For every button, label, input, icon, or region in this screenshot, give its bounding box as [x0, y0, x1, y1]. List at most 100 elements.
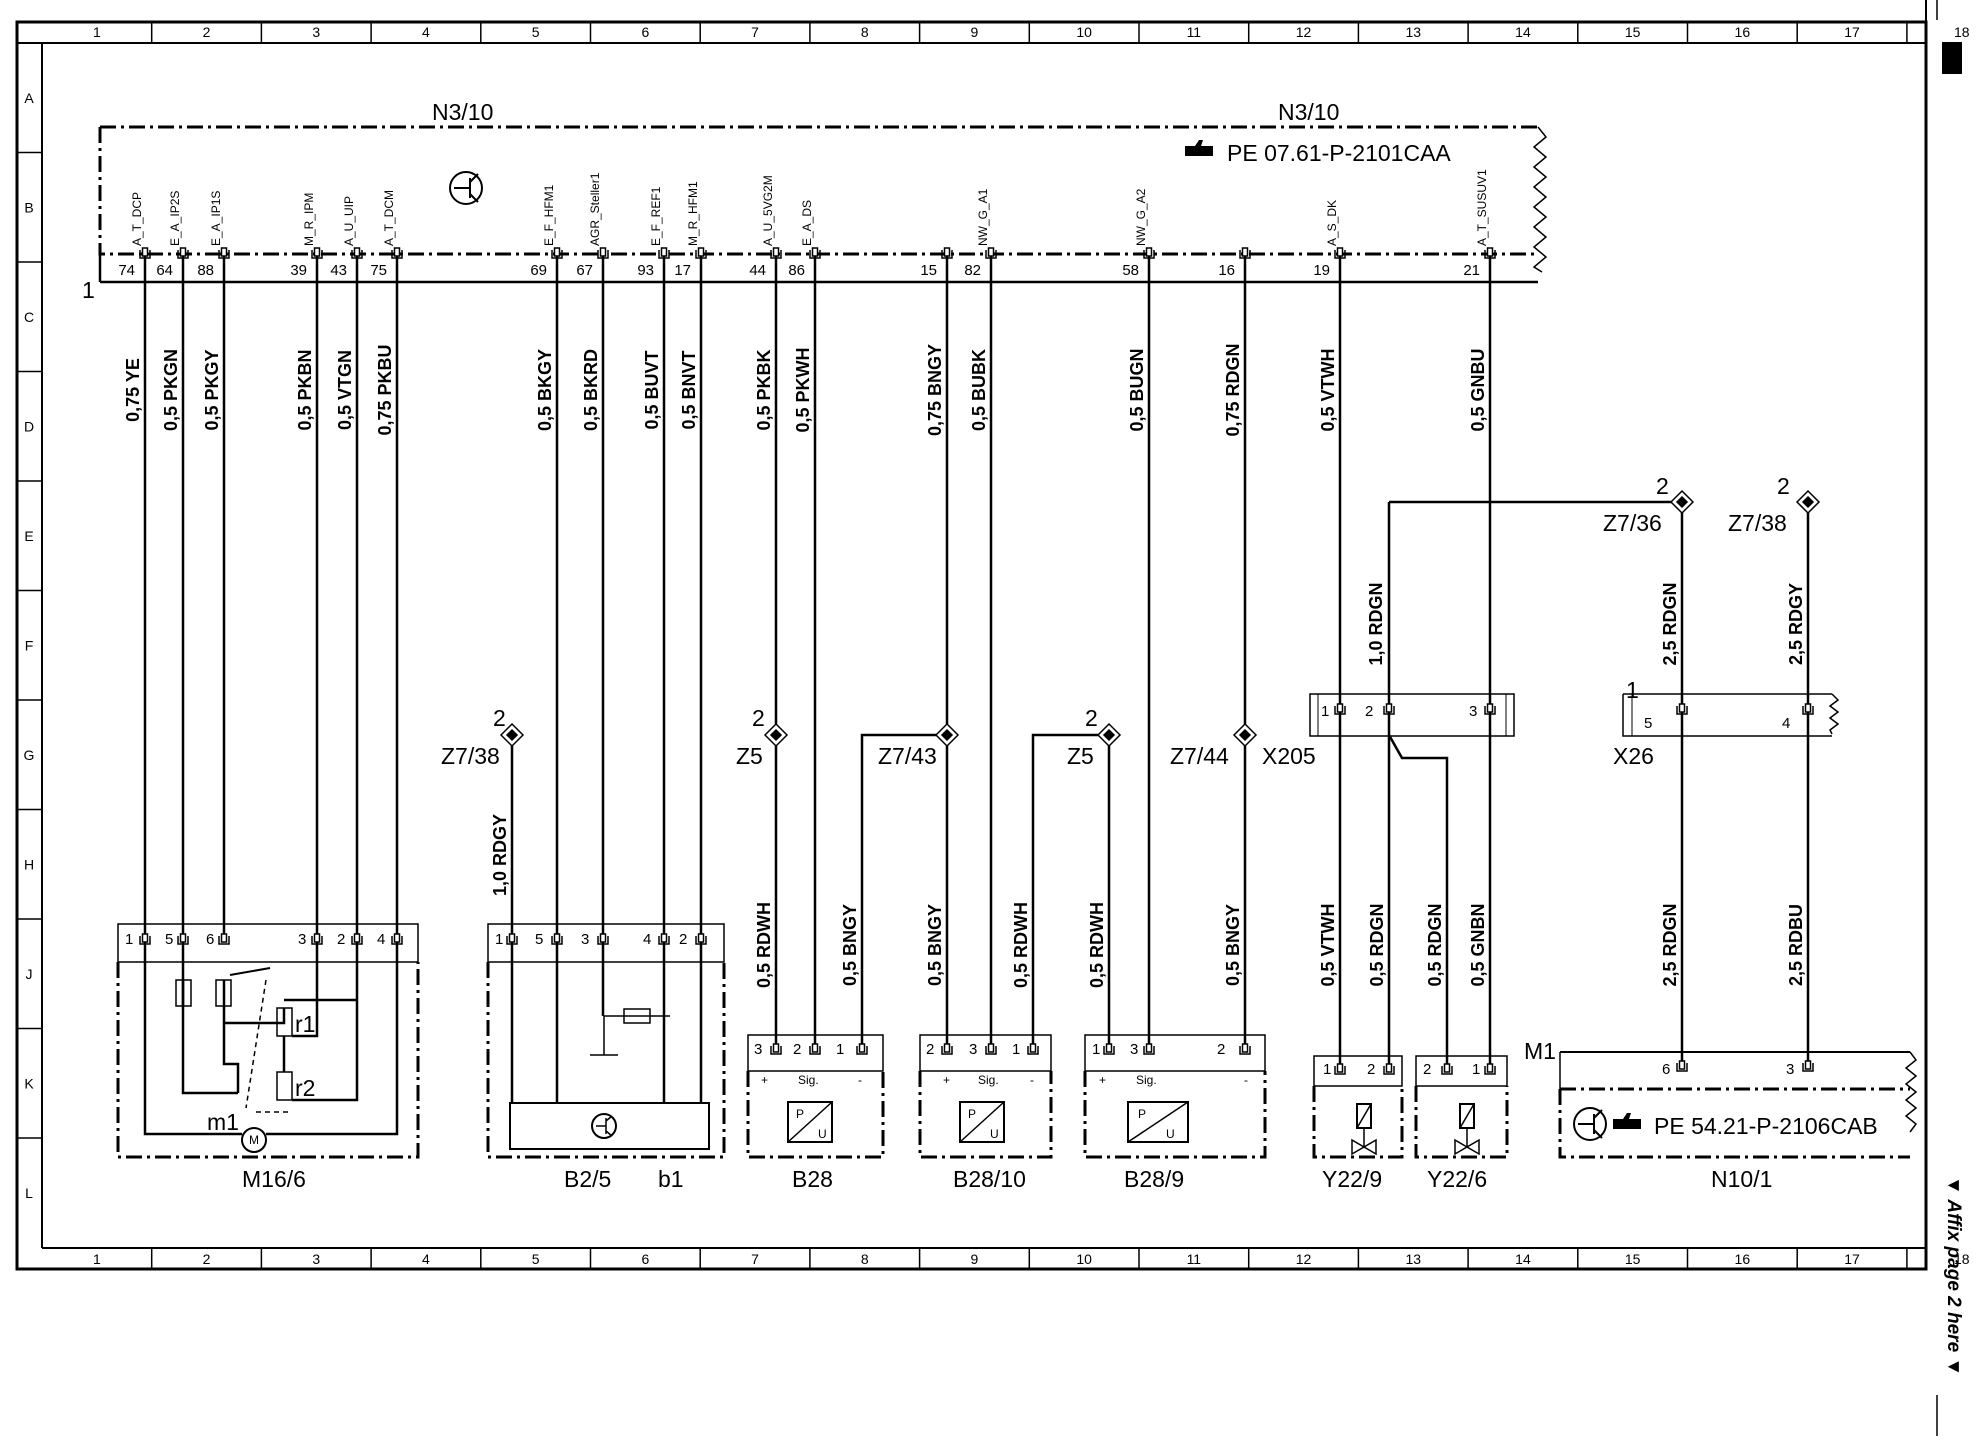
- pin-number: 3: [969, 1041, 977, 1058]
- control-unit-pin-signal: E_F_REF1: [649, 186, 663, 246]
- wire-label: 0,5 BUBK: [969, 349, 989, 431]
- signal-label: Sig.: [978, 1073, 999, 1087]
- motor-icon: M: [249, 1133, 259, 1147]
- wire-label: 0,5 BNGY: [925, 904, 945, 986]
- voltage-symbol: U: [990, 1127, 999, 1141]
- control-unit-pin-number: 93: [637, 262, 654, 279]
- connector-x205-label: X205: [1262, 743, 1316, 769]
- pressure-symbol: P: [968, 1107, 976, 1121]
- pressure-symbol: P: [1138, 1107, 1146, 1121]
- component-y22-9-label: Y22/9: [1322, 1166, 1382, 1192]
- wire-line: [266, 254, 399, 1136]
- control-unit-pin-number: 44: [749, 262, 766, 279]
- component-b2-5-label: B2/5: [564, 1166, 611, 1192]
- control-unit-pin-number: 88: [197, 262, 214, 279]
- grid-column-label: 10: [1076, 1251, 1092, 1267]
- control-unit-pin-signal: M_R_HFM1: [686, 181, 700, 246]
- splice-number: 2: [1085, 705, 1098, 731]
- wire-label: 0,5 VTGN: [335, 350, 355, 430]
- grid-column-label: 1: [93, 1251, 101, 1267]
- resistor-r2-label: r2: [295, 1075, 315, 1101]
- pin-number: 1: [1323, 1061, 1331, 1078]
- grid-row-label: J: [26, 966, 33, 982]
- wire-label: 0,5 BUGN: [1127, 348, 1147, 431]
- reference-icon: [1185, 140, 1213, 156]
- grid-column-label: 11: [1187, 1251, 1202, 1267]
- grid-column-label: 6: [641, 24, 649, 40]
- control-unit-pin-number: 15: [920, 262, 937, 279]
- grid-column-label: 8: [861, 24, 869, 40]
- minus-label: -: [1244, 1073, 1248, 1087]
- wire-label: 0,5 PKGN: [161, 349, 181, 431]
- wire-label: 0,5 BKRD: [581, 349, 601, 431]
- control-unit-pin-number: 58: [1122, 262, 1139, 279]
- wire-label: 0,5 PKGY: [202, 349, 222, 430]
- splice-number: 2: [1656, 473, 1669, 499]
- control-unit-pin-signal: A_T_DCP: [130, 192, 144, 246]
- control-unit-pin-signal: E_A_IP2S: [168, 191, 182, 246]
- pin-number: 5: [165, 931, 173, 948]
- pin-number: 3: [1130, 1041, 1138, 1058]
- splice-point: [1669, 489, 1695, 515]
- wire-line: [143, 254, 242, 1136]
- reference-icon: [1613, 1113, 1641, 1129]
- wire-label: 0,5 BUVT: [642, 350, 662, 429]
- grid-column-label: 7: [751, 24, 759, 40]
- control-unit-pin-number: 19: [1313, 262, 1330, 279]
- connector-pin: 3: [1469, 703, 1477, 720]
- wire-label: 0,75 YE: [123, 358, 143, 422]
- grid-column-label: 2: [203, 24, 211, 40]
- grid-row-label: B: [24, 199, 33, 215]
- control-unit-pin-number: 64: [156, 262, 173, 279]
- splice-label: Z7/36: [1603, 510, 1662, 536]
- control-unit-pin-signal: E_A_DS: [800, 200, 814, 246]
- pin-number: 1: [1092, 1041, 1100, 1058]
- motor-m1-label: m1: [207, 1109, 239, 1135]
- control-unit-pin-signal: NW_G_A1: [976, 188, 990, 246]
- control-unit-connector: 1: [82, 277, 95, 303]
- pressure-symbol: P: [796, 1107, 804, 1121]
- grid-column-label: 18: [1954, 24, 1970, 40]
- pin-number: 3: [754, 1041, 762, 1058]
- component-b28-label: B28: [792, 1166, 833, 1192]
- grid-row-label: G: [24, 747, 35, 763]
- grid-column-label: 8: [861, 1251, 869, 1267]
- grid-column-label: 16: [1735, 24, 1751, 40]
- control-unit-pin-signal: A_U_UIP: [342, 196, 356, 246]
- wire-label: 0,5 BNVT: [679, 350, 699, 429]
- wire-line: [181, 254, 238, 1095]
- control-unit-pin-number: 21: [1463, 262, 1480, 279]
- connector-pin: 5: [1644, 715, 1652, 732]
- control-unit-pin-signal: A_T_SUSUV1: [1475, 169, 1489, 246]
- wire-label: 0,5 BKGY: [535, 349, 555, 431]
- wire-label: 1,0 RDGY: [490, 814, 510, 896]
- wire-line: [224, 1008, 286, 1025]
- grid-column-label: 5: [532, 1251, 540, 1267]
- wire-line: [1387, 734, 1449, 1070]
- grid-column-label: 17: [1844, 1251, 1860, 1267]
- component-b28-9-label: B28/9: [1124, 1166, 1184, 1192]
- wire-label: 0,5 PKWH: [793, 347, 813, 432]
- grid-row-label: E: [24, 528, 33, 544]
- wire-line: [292, 254, 319, 1038]
- connector-x26-number: 1: [1626, 677, 1639, 703]
- plus-label: +: [761, 1073, 768, 1087]
- grid-column-label: 13: [1405, 24, 1421, 40]
- grid-column-label: 14: [1515, 1251, 1531, 1267]
- splice-number: 2: [752, 705, 765, 731]
- splice-label: Z5: [736, 743, 763, 769]
- component-n10-1-reference[interactable]: PE 54.21-P-2106CAB: [1654, 1113, 1878, 1139]
- wire-label: 0,5 VTWH: [1318, 348, 1338, 431]
- pin-number: 5: [535, 931, 543, 948]
- grid-row-label: F: [25, 637, 34, 653]
- pin-number: 1: [1472, 1061, 1480, 1078]
- control-unit-reference[interactable]: PE 07.61-P-2101CAA: [1227, 140, 1451, 166]
- splice-number: 2: [1777, 473, 1790, 499]
- pin-number: 1: [125, 931, 133, 948]
- component-b28-10-label: B28/10: [953, 1166, 1026, 1192]
- grid-row-label: D: [24, 418, 34, 434]
- grid-column-label: 9: [971, 1251, 979, 1267]
- control-unit-pin-signal: E_F_HFM1: [542, 184, 556, 246]
- component-b1-label: b1: [658, 1166, 684, 1192]
